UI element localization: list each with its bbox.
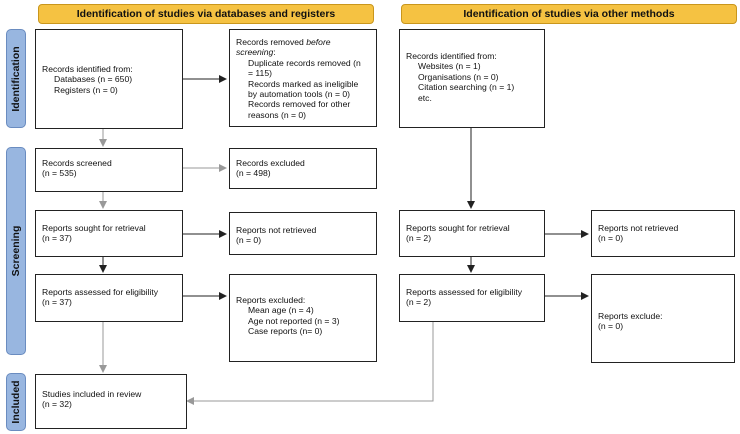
etc-label: etc.	[418, 92, 432, 103]
other-reports-not-retrieved-title: Reports not retrieved	[598, 223, 679, 233]
duplicates-removed-line1: Duplicate records removed (n	[248, 57, 361, 68]
reports-sought-title: Reports sought for retrieval	[42, 223, 146, 233]
other-reports-excluded-count: (n = 0)	[598, 321, 624, 332]
other-reports-excluded-title: Reports exclude:	[598, 311, 663, 321]
other-reports-assessed-box: Reports assessed for eligibility (n = 2)	[399, 274, 545, 322]
other-records-identified-box: Records identified from: Websites (n = 1…	[399, 29, 545, 128]
records-removed-box: Records removed before screening: Duplic…	[229, 29, 377, 127]
studies-included-count: (n = 32)	[42, 399, 72, 410]
citation-searching-count: Citation searching (n = 1)	[418, 82, 515, 93]
records-removed-title: Records removed before	[236, 37, 331, 47]
records-identified-title: Records identified from:	[42, 64, 133, 74]
reports-sought-box: Reports sought for retrieval (n = 37)	[35, 210, 183, 257]
other-reports-not-retrieved-count: (n = 0)	[598, 233, 624, 244]
reports-excluded-box: Reports excluded: Mean age (n = 4) Age n…	[229, 274, 377, 362]
records-screened-box: Records screened (n = 535)	[35, 148, 183, 192]
records-identified-box: Records identified from: Databases (n = …	[35, 29, 183, 129]
other-reports-sought-count: (n = 2)	[406, 233, 432, 244]
other-records-identified-title: Records identified from:	[406, 51, 497, 61]
other-reports-assessed-count: (n = 2)	[406, 297, 432, 308]
databases-count: Databases (n = 650)	[54, 74, 133, 85]
records-screened-count: (n = 535)	[42, 168, 77, 179]
reports-excluded-title: Reports excluded:	[236, 295, 306, 305]
banner-databases: Identification of studies via databases …	[38, 4, 374, 24]
reports-not-retrieved-box: Reports not retrieved (n = 0)	[229, 212, 377, 255]
banner-other-methods: Identification of studies via other meth…	[401, 4, 737, 24]
other-reasons-line2: reasons (n = 0)	[248, 109, 307, 120]
reports-sought-count: (n = 37)	[42, 233, 72, 244]
ineligible-line1: Records marked as ineligible	[248, 78, 359, 89]
other-reasons-line1: Records removed for other	[248, 99, 351, 110]
records-excluded-count: (n = 498)	[236, 168, 271, 179]
records-excluded-title: Records excluded	[236, 158, 305, 168]
reports-assessed-box: Reports assessed for eligibility (n = 37…	[35, 274, 183, 322]
websites-count: Websites (n = 1)	[418, 61, 481, 72]
studies-included-box: Studies included in review (n = 32)	[35, 374, 187, 429]
reports-not-retrieved-count: (n = 0)	[236, 235, 262, 246]
side-label-screening: Screening	[6, 147, 26, 355]
other-reports-not-retrieved-box: Reports not retrieved (n = 0)	[591, 210, 735, 257]
records-removed-title-cont: screening:	[236, 47, 276, 58]
reports-assessed-title: Reports assessed for eligibility	[42, 287, 159, 297]
reports-assessed-count: (n = 37)	[42, 297, 72, 308]
other-reports-sought-title: Reports sought for retrieval	[406, 223, 510, 233]
arrow-other-assessed-to-included	[186, 322, 434, 405]
case-reports-count: Case reports (n= 0)	[248, 326, 323, 337]
reports-not-retrieved-title: Reports not retrieved	[236, 225, 317, 235]
side-label-included: Included	[6, 373, 26, 431]
mean-age-count: Mean age (n = 4)	[248, 305, 314, 316]
records-screened-title: Records screened	[42, 158, 112, 168]
records-excluded-box: Records excluded (n = 498)	[229, 148, 377, 189]
organisations-count: Organisations (n = 0)	[418, 71, 499, 82]
registers-count: Registers (n = 0)	[54, 84, 118, 95]
studies-included-title: Studies included in review	[42, 389, 142, 399]
other-reports-assessed-title: Reports assessed for eligibility	[406, 287, 523, 297]
side-label-identification: Identification	[6, 29, 26, 128]
ineligible-line2: by automation tools (n = 0)	[248, 89, 350, 100]
other-reports-sought-box: Reports sought for retrieval (n = 2)	[399, 210, 545, 257]
duplicates-removed-line2: = 115)	[248, 68, 272, 79]
other-reports-excluded-box: Reports exclude: (n = 0)	[591, 274, 735, 363]
age-not-reported-count: Age not reported (n = 3)	[248, 315, 340, 326]
